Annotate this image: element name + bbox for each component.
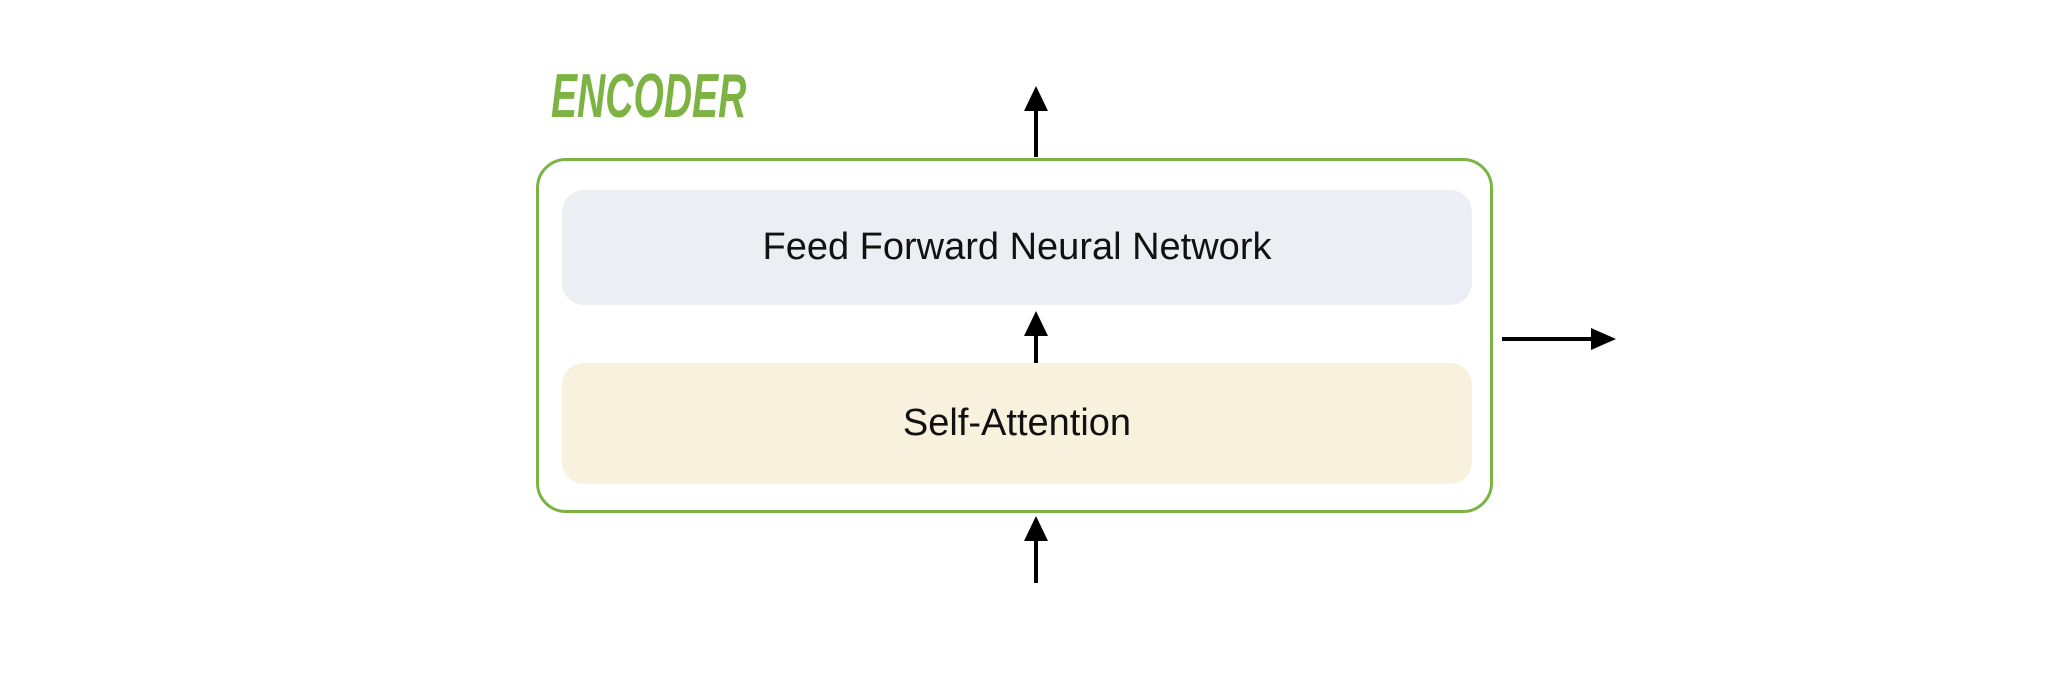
between-blocks-up-arrow-icon (1024, 311, 1048, 363)
self-attention-label: Self-Attention (902, 402, 1132, 444)
feed-forward-label: Feed Forward Neural Network (762, 226, 1272, 268)
feed-forward-block: Feed Forward Neural Network (562, 190, 1472, 305)
encoder-title: ENCODER (551, 62, 747, 131)
output-right-arrow-icon (1502, 328, 1616, 350)
input-bottom-up-arrow-icon (1024, 516, 1048, 583)
self-attention-block: Self-Attention (562, 363, 1472, 484)
output-top-up-arrow-icon (1024, 86, 1048, 157)
